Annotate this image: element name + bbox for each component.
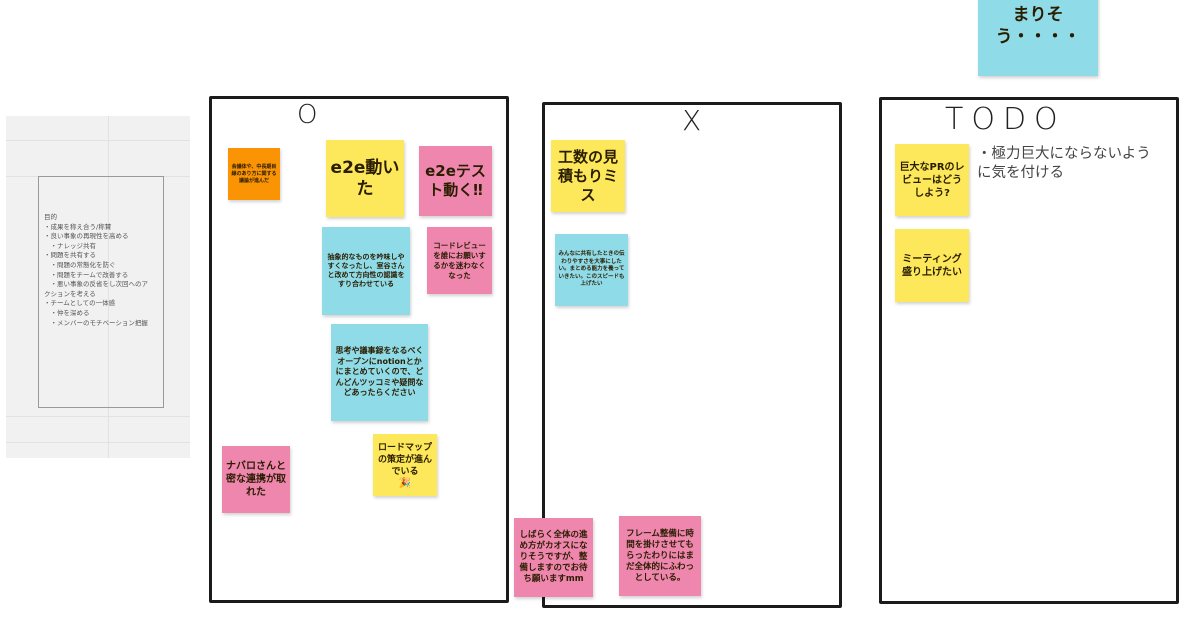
party-popper-icon: 🎉 <box>398 477 412 489</box>
sticky-naburo[interactable]: ナバロさんと密な連携が取れた <box>222 446 290 513</box>
sticky-text: 思考や議事録をなるべくオープンにnotionとかにまとめていくので、どんどんツッ… <box>335 346 424 398</box>
sticky-text: 抽象的なものを吟味しやすくなったし、室谷さんと改めて方向性の認識をすり合わせてい… <box>327 253 405 288</box>
purpose-frame <box>38 176 164 408</box>
sticky-e2e-test[interactable]: e2eテスト動く‼ <box>419 146 492 216</box>
sticky-frame-setup[interactable]: フレーム整備に時間を掛けさせてもらったわりにはまだ全体的にふわっとしている。 <box>619 516 701 596</box>
sticky-text: フレーム整備に時間を掛けさせてもらったわりにはまだ全体的にふわっとしている。 <box>625 528 694 583</box>
sticky-top-partial[interactable]: まりそう・・・・ <box>978 0 1098 76</box>
sticky-text: まりそう・・・・ <box>995 5 1081 47</box>
sticky-text: ナバロさんと密な連携が取れた <box>226 461 286 498</box>
frame-bad-title: X <box>682 104 702 137</box>
sticky-text: みんなに共有したときの伝わりやすさを大事にしたい。まとめる能力を養っていきたい。… <box>558 251 625 288</box>
todo-note: ・極力巨大にならないように気を付ける <box>977 146 1151 181</box>
purpose-line: ・問題をチームで改善する <box>44 270 129 279</box>
sticky-roadmap[interactable]: ロードマップの策定が進んでいる 🎉 <box>373 434 437 496</box>
sticky-meeting-boost[interactable]: ミーティング盛り上げたい <box>895 229 969 302</box>
sticky-meeting-rules[interactable]: 会議体や、中長期目線のあり方に関する議論が進んだ <box>228 148 280 200</box>
sticky-chaos[interactable]: しばらく全体の進め方がカオスになりそうですが、整備しますのでお待ち願いますmm <box>514 518 593 597</box>
sticky-text: 会議体や、中長期目線のあり方に関する議論が進んだ <box>231 163 277 184</box>
sticky-abstract[interactable]: 抽象的なものを吟味しやすくなったし、室谷さんと改めて方向性の認識をすり合わせてい… <box>322 227 410 315</box>
purpose-line: ・良い事象の再現性を高める <box>44 232 129 241</box>
sticky-notion[interactable]: 思考や議事録をなるべくオープンにnotionとかにまとめていくので、どんどんツッ… <box>331 324 428 421</box>
sticky-text: コードレビューを誰にお願いするかを迷わなくなった <box>433 240 486 280</box>
sticky-text: 工数の見積もりミス <box>557 147 618 204</box>
sticky-text: しばらく全体の進め方がカオスになりそうですが、整備しますのでお待ち願いますmm <box>519 530 588 584</box>
sticky-text: ミーティング盛り上げたい <box>902 253 962 278</box>
sticky-e2e-moved[interactable]: e2e動いた <box>326 140 404 217</box>
purpose-line: ・悪い事象の反省をし次回へのア <box>44 280 149 289</box>
sticky-text: e2eテスト動く‼ <box>425 162 486 199</box>
purpose-text: 目的 ・成果を称え合う/称賛 ・良い事象の再現性を高める ・ナレッジ共有 ・問題… <box>44 213 172 328</box>
purpose-line: ・成果を称え合う/称賛 <box>44 222 112 231</box>
purpose-line: ・問題を共有する <box>44 251 96 260</box>
purpose-line: ・チームとしての一体感 <box>44 299 116 308</box>
sticky-text: ロードマップの策定が進んでいる <box>377 442 432 477</box>
purpose-line: ・問題の常態化を防ぐ <box>44 260 116 269</box>
purpose-line: ・仲を深める <box>44 308 90 317</box>
sticky-text: 巨大なPRのレビューはどうしよう? <box>899 161 965 199</box>
sticky-big-pr[interactable]: 巨大なPRのレビューはどうしよう? <box>895 144 969 216</box>
purpose-line: ・メンバーのモチベーション把握 <box>44 318 148 327</box>
purpose-panel[interactable] <box>6 116 190 458</box>
purpose-line: クションを考える <box>44 289 96 298</box>
frame-todo-title: TODO <box>945 102 1066 137</box>
frame-good-title: O <box>297 100 320 130</box>
sticky-estimate-miss[interactable]: 工数の見積もりミス <box>551 140 625 212</box>
sticky-share-pace[interactable]: みんなに共有したときの伝わりやすさを大事にしたい。まとめる能力を養っていきたい。… <box>555 234 628 306</box>
purpose-line: ・ナレッジ共有 <box>44 241 97 250</box>
sticky-text: e2e動いた <box>330 157 400 199</box>
sticky-code-review[interactable]: コードレビューを誰にお願いするかを迷わなくなった <box>427 227 492 294</box>
purpose-line: 目的 <box>44 213 57 221</box>
